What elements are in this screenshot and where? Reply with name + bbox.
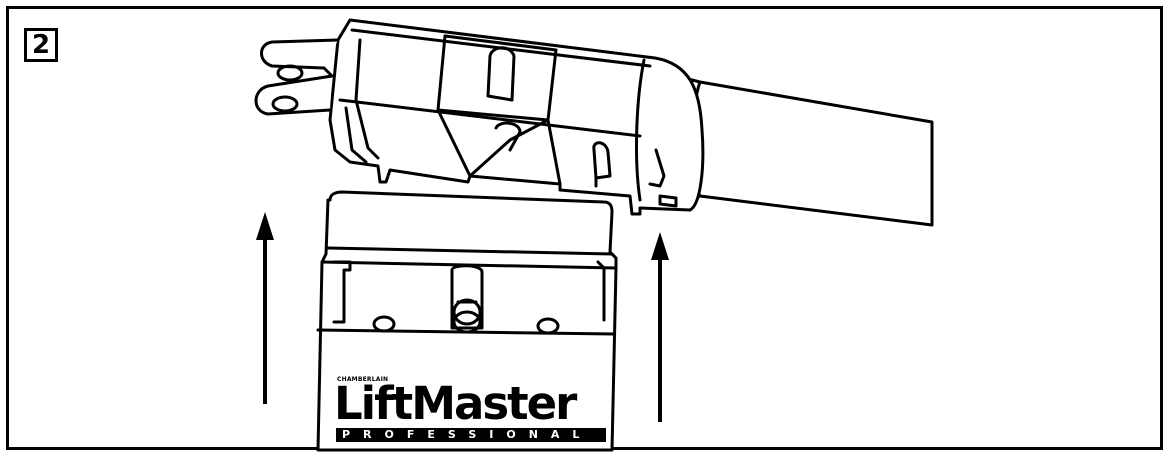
rail-connector	[328, 18, 705, 216]
trolley-tab	[254, 38, 340, 116]
brand-logo: LiftMaster	[334, 377, 577, 430]
step-number: 2	[24, 28, 58, 62]
brand-maker: CHAMBERLAIN	[337, 376, 389, 383]
brand-tier: PROFESSIONAL	[336, 428, 606, 442]
motor-cover	[316, 190, 618, 452]
arrow-up-icon	[256, 212, 274, 404]
arrow-up-icon	[651, 232, 669, 422]
